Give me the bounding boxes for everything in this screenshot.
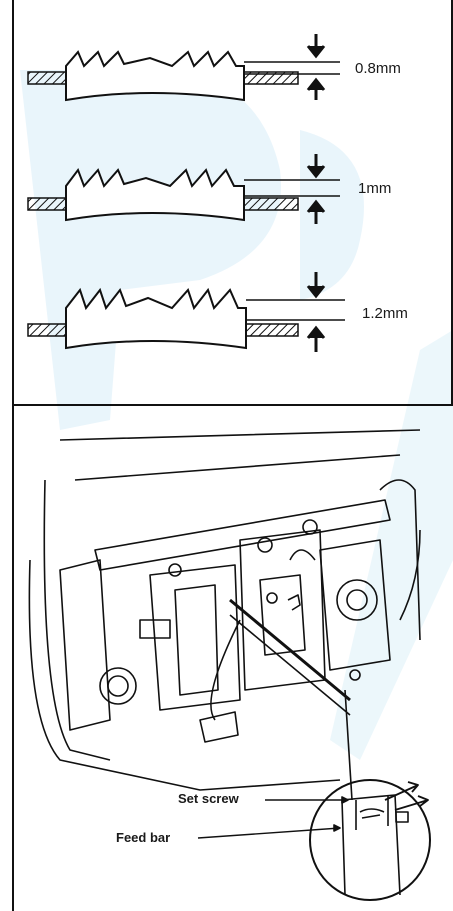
double-arrow-icon-2	[394, 795, 429, 811]
left-block	[149, 564, 241, 711]
set-screw-leader-arrowhead	[341, 796, 349, 804]
curved-link	[210, 619, 241, 721]
zoom-circle	[309, 779, 431, 901]
arrow-up-3	[306, 325, 326, 352]
feed-diagram-1mm	[27, 154, 340, 224]
feed-bar-edges	[355, 796, 389, 830]
screw-2	[257, 537, 273, 553]
arrow-down-3	[306, 272, 326, 299]
feed-bar-leader-arrowhead	[333, 824, 341, 832]
center-housing	[239, 529, 326, 691]
gear-top	[289, 549, 316, 561]
feed-bar-leader	[197, 827, 341, 839]
arrow-up-1	[306, 77, 326, 100]
watermark-shape-3	[330, 330, 453, 760]
feed-bar-body	[341, 794, 401, 896]
feed-dog-2	[65, 167, 245, 222]
right-arm	[379, 479, 421, 641]
zoom-pointer	[344, 689, 353, 801]
right-border	[451, 0, 453, 404]
round-boss-inner	[346, 589, 368, 611]
feed-bar-label: Feed bar	[116, 830, 171, 845]
height-label-1mm: 1mm	[358, 180, 392, 197]
feed-dog-3	[65, 287, 247, 350]
arrow-up-2	[306, 199, 326, 224]
double-arrow-icon	[384, 781, 419, 801]
feed-diagram-1-2mm	[27, 272, 345, 352]
feed-diagram-0-8mm	[27, 34, 340, 102]
feed-rod	[229, 598, 351, 702]
feed-dog-1	[65, 50, 245, 102]
arrow-down-2	[306, 154, 326, 179]
screw-5	[349, 669, 361, 681]
section-divider	[12, 404, 453, 406]
feed-bar-tab	[395, 811, 409, 823]
screw-1	[168, 563, 182, 577]
screw-4	[266, 592, 278, 604]
height-label-0-8mm: 0.8mm	[355, 60, 401, 77]
center-inner	[259, 574, 306, 656]
screw-3	[302, 519, 318, 535]
left-clamp	[139, 619, 171, 639]
wire	[399, 529, 421, 621]
gear-teeth	[287, 594, 301, 611]
knob-inner	[107, 675, 129, 697]
height-label-1-2mm: 1.2mm	[362, 305, 408, 322]
left-block-inner	[174, 584, 219, 696]
knob	[99, 667, 137, 705]
machine-bed-outline	[43, 429, 421, 761]
top-rail	[94, 499, 391, 571]
bed-lower-edge	[28, 559, 341, 791]
feed-height-diagrams	[27, 34, 345, 352]
set-screw-head	[359, 808, 385, 819]
set-screw-label: Set screw	[178, 791, 239, 806]
right-housing	[319, 539, 391, 671]
round-boss	[336, 579, 378, 621]
left-border	[12, 0, 14, 911]
bed-left-panel	[59, 559, 111, 731]
arrow-down-1	[306, 34, 326, 59]
feed-rod-2	[229, 614, 351, 716]
lower-lug	[199, 711, 239, 743]
